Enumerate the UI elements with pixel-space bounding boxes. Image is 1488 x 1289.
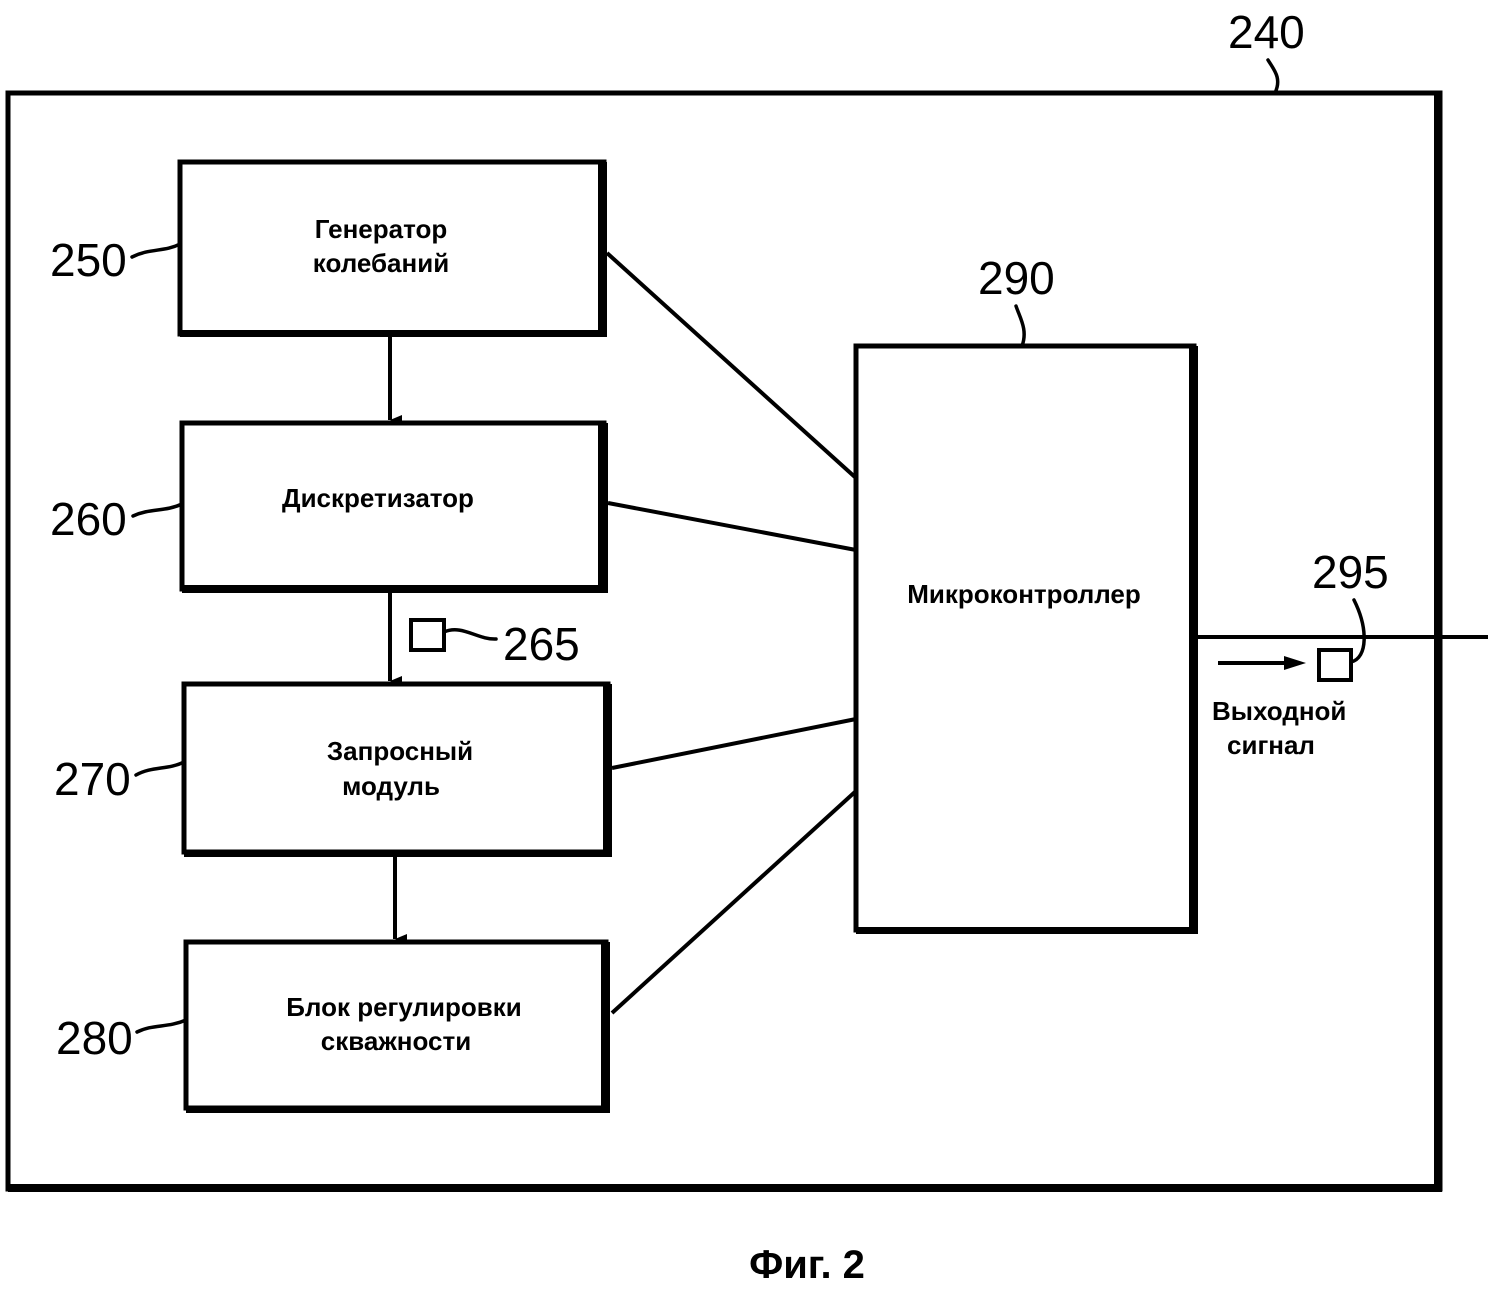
leader-280 (135, 1018, 188, 1034)
signal-marker-square (409, 618, 446, 652)
ref-label-290: 290 (978, 252, 1055, 304)
signal-265: 265 (409, 618, 580, 670)
output-signal-295: 295 Выходной сигнал (1198, 546, 1488, 760)
leader-240 (1266, 58, 1280, 95)
leader-290 (1014, 304, 1026, 348)
ref-label-250: 250 (50, 234, 127, 286)
block-shadow-bottom (856, 927, 1198, 934)
container-frame-shadow-bottom (8, 1184, 1442, 1192)
line-sampler-to-microcontroller (607, 501, 857, 552)
leader-295 (1349, 598, 1366, 664)
block-frame (179, 420, 607, 592)
block-label: Дискретизатор (282, 483, 474, 513)
leader-250 (130, 242, 182, 259)
leader-265 (442, 628, 498, 641)
block-shadow-bottom (184, 850, 612, 857)
block-label: Микроконтроллер (907, 579, 1141, 609)
block-frame (183, 939, 609, 1111)
ref-label-280: 280 (56, 1012, 133, 1064)
ref-label-240: 240 (1228, 6, 1305, 58)
block-oscillator: Генератор колебаний 250 (50, 159, 607, 337)
line-duty-cycle-to-microcontroller (610, 789, 858, 1015)
ref-label-270: 270 (54, 753, 131, 805)
block-label-line-1: Запросный (327, 736, 473, 766)
container-frame-shadow (1434, 93, 1442, 1189)
output-label-line-1: Выходной (1212, 696, 1346, 726)
line-interrogation-to-microcontroller (611, 717, 857, 770)
line-oscillator-to-microcontroller (605, 251, 858, 480)
block-shadow (603, 684, 612, 856)
block-shadow (601, 942, 610, 1112)
arrowhead-icon (1284, 656, 1306, 670)
ref-label-295: 295 (1312, 546, 1389, 598)
block-label-line-1: Генератор (315, 214, 448, 244)
block-shadow (598, 162, 607, 337)
leader-270 (134, 760, 186, 777)
block-frame (853, 343, 1197, 933)
block-shadow (1189, 346, 1198, 934)
ref-label-265: 265 (503, 618, 580, 670)
leader-260 (131, 502, 184, 518)
signal-marker-square (1317, 648, 1353, 682)
figure-caption: Фиг. 2 (749, 1243, 865, 1287)
ref-label-260: 260 (50, 493, 127, 545)
block-label-line-1: Блок регулировки (286, 992, 522, 1022)
block-duty-cycle: Блок регулировки скважности 280 (56, 939, 610, 1113)
block-shadow (598, 423, 608, 593)
block-microcontroller: Микроконтроллер 290 (853, 252, 1198, 934)
block-shadow-bottom (180, 330, 607, 337)
block-frame (181, 681, 611, 855)
output-label-line-2: сигнал (1227, 730, 1315, 760)
block-shadow-bottom (182, 585, 608, 593)
block-label-line-2: колебаний (313, 248, 449, 278)
block-sampler: Дискретизатор 260 (50, 420, 608, 593)
block-interrogation: Запросный модуль 270 (54, 681, 612, 857)
block-shadow-bottom (186, 1106, 610, 1113)
block-label-line-2: модуль (342, 771, 440, 801)
block-label-line-2: скважности (321, 1026, 471, 1056)
